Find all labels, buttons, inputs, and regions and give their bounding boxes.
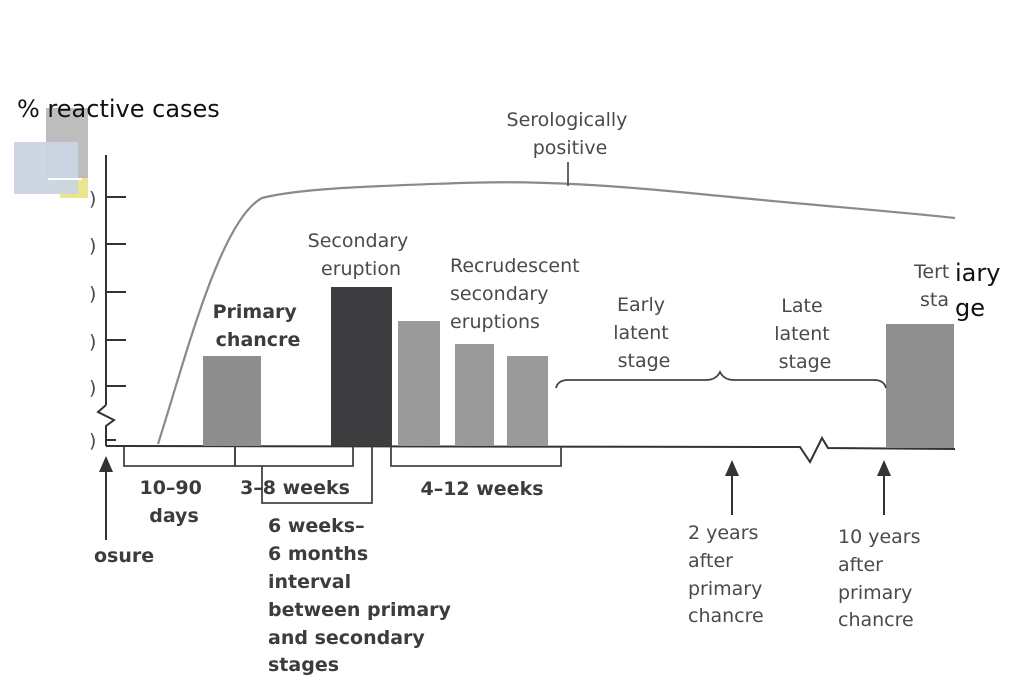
svg-text:): ) [89,331,96,353]
interval-4-12-weeks: 4–12 weeks [420,478,543,500]
bar-tertiary [886,324,954,448]
svg-text:): ) [89,188,96,210]
latent-brackets [555,369,887,389]
bar-recrudescent-1 [398,321,440,446]
interval-6w-6m: 6 weeks– 6 months interval between prima… [268,515,458,676]
secondary-eruption-label: Secondary eruption [308,230,415,280]
bar-recrudescent-3 [507,356,548,446]
tertiary-label-fragment-1: iary [955,259,1000,287]
arrows [99,456,891,540]
serology-curve [156,181,956,445]
svg-text:): ) [89,430,96,452]
bar-primary-chancre [203,356,261,446]
bar-recrudescent-2 [455,344,494,446]
svg-text:): ) [89,235,96,257]
bars [203,287,954,448]
y-axis-label: % reactive cases [17,95,220,123]
early-latent-label: Early latent stage [613,294,675,372]
x-axis [105,435,956,464]
y-axis: ) ) ) ) ) ) [89,155,126,452]
svg-text:): ) [89,283,96,305]
slide-decoration [14,108,88,198]
interval-3-8-weeks: 3–8 weeks [240,477,350,499]
two-years-label: 2 years after primary chancre [688,522,768,627]
serology-label: Serologically positive [507,109,634,159]
primary-chancre-label: Primary chancre [213,301,304,351]
interval-10-90-days: 10–90 days [139,477,208,527]
svg-text:): ) [89,377,96,399]
interval-brackets [123,447,562,504]
exposure-label: osure [94,545,154,567]
recrudescent-label: Recrudescent secondary eruptions [450,255,586,333]
bar-secondary-eruption [331,287,392,446]
ten-years-label: 10 years after primary chancre [838,526,927,631]
late-latent-label: Late latent stage [774,295,836,373]
tertiary-label-fragment-2: ge [955,294,985,322]
tertiary-stage-label: Tert sta [913,261,955,311]
